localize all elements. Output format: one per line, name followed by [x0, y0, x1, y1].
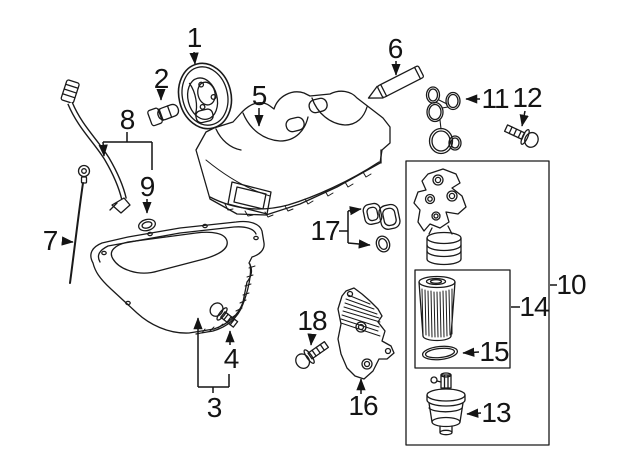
callout-10: 10 — [556, 269, 586, 300]
oil-cooler-drawing — [337, 287, 395, 380]
callout-11: 11 — [481, 83, 509, 114]
filter-o-ring-drawing — [421, 345, 459, 361]
dipstick-tube-seal-drawing — [138, 218, 156, 232]
callout-13: 13 — [481, 397, 511, 428]
flexplate-drawing — [177, 62, 233, 130]
callout-14: 14 — [519, 291, 549, 322]
callout-8: 8 — [119, 104, 136, 135]
flexplate-bolt-drawing — [147, 103, 180, 127]
callout-6: 6 — [387, 33, 404, 64]
oil-pan-bolt-drawing — [209, 302, 239, 328]
callout-3: 3 — [206, 392, 223, 423]
bracket-8 — [103, 132, 153, 170]
dipstick-drawing — [69, 164, 91, 284]
callout-7: 7 — [42, 225, 59, 256]
lower-oil-pan-drawing — [90, 220, 265, 335]
leader-17a — [347, 206, 362, 216]
bracket-3 — [198, 374, 230, 393]
callout-9: 9 — [139, 171, 156, 202]
leader-8 — [98, 141, 108, 157]
callout-18: 18 — [297, 305, 327, 336]
oil-cooler-bolt-drawing — [295, 341, 330, 369]
oil-filter-housing-drawing — [413, 168, 467, 266]
callout-16: 16 — [348, 390, 378, 421]
leader-17b — [347, 239, 371, 249]
leader-7 — [61, 236, 74, 246]
callout-17: 17 — [310, 215, 340, 246]
callout-4: 4 — [223, 343, 240, 374]
leader-1 — [189, 51, 199, 65]
leader-lines — [61, 51, 557, 418]
callout-15: 15 — [479, 336, 509, 367]
oil-filter-element-drawing — [418, 275, 456, 342]
dipstick-tube-drawing — [60, 79, 131, 214]
callout-1: 1 — [186, 22, 203, 53]
leader-13 — [466, 408, 482, 418]
callout-2: 2 — [153, 63, 170, 94]
leader-15 — [462, 347, 480, 357]
leader-12 — [519, 110, 529, 127]
pickup-gasket-set-drawing — [362, 202, 401, 253]
filter-housing-gasket-drawing — [425, 86, 462, 155]
callout-12: 12 — [512, 82, 542, 113]
bracket-17 — [339, 211, 349, 243]
filter-assembly-group-box — [405, 160, 550, 446]
filter-housing-bolt-drawing — [503, 124, 539, 148]
leader-18 — [307, 333, 317, 346]
filter-kit-group-box — [414, 269, 511, 369]
upper-oil-pan-drawing — [195, 90, 391, 218]
callout-5: 5 — [251, 80, 268, 111]
sealant-tube-drawing — [367, 65, 424, 99]
oil-filter-cap-drawing — [426, 372, 466, 436]
